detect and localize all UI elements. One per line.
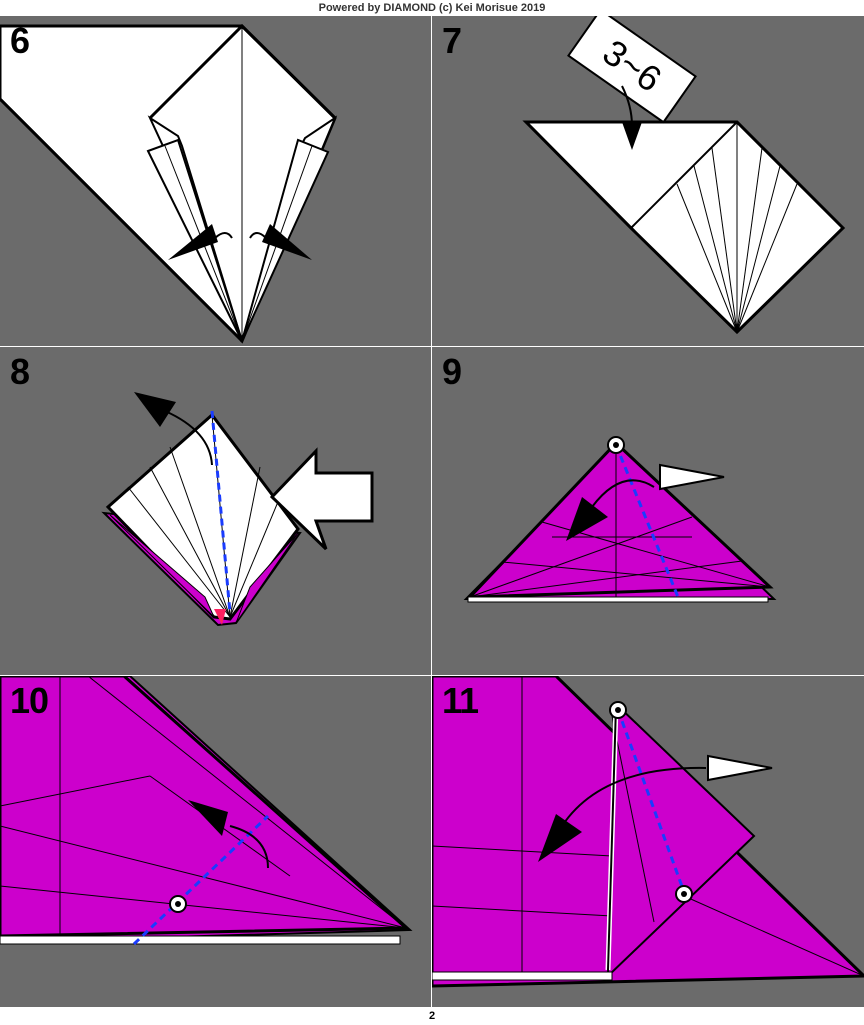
step-9-diagram [463,436,777,603]
step-7-panel: 3~6 7 [432,16,864,346]
step-8-number: 8 [10,351,30,392]
step-8-diagram [101,392,374,627]
step-9-panel: 9 [432,347,864,675]
credit-header: Powered by DIAMOND (c) Kei Morisue 2019 [318,2,546,14]
page-number: 2 [428,1010,436,1022]
step-7-diagram [522,16,846,335]
step-6-panel: 6 [0,16,431,346]
step-6-diagram [0,23,338,344]
step-7-number: 7 [442,20,462,61]
step-10-diagram [0,676,413,946]
step-10-number: 10 [10,680,49,721]
step-9-number: 9 [442,351,462,392]
step-6-number: 6 [10,20,30,61]
step-8-panel: 8 [0,347,431,675]
step-10-panel: 10 [0,676,431,1007]
step-11-panel: 11 [432,676,864,1007]
step-11-number: 11 [442,680,479,721]
step-11-diagram [432,676,864,988]
